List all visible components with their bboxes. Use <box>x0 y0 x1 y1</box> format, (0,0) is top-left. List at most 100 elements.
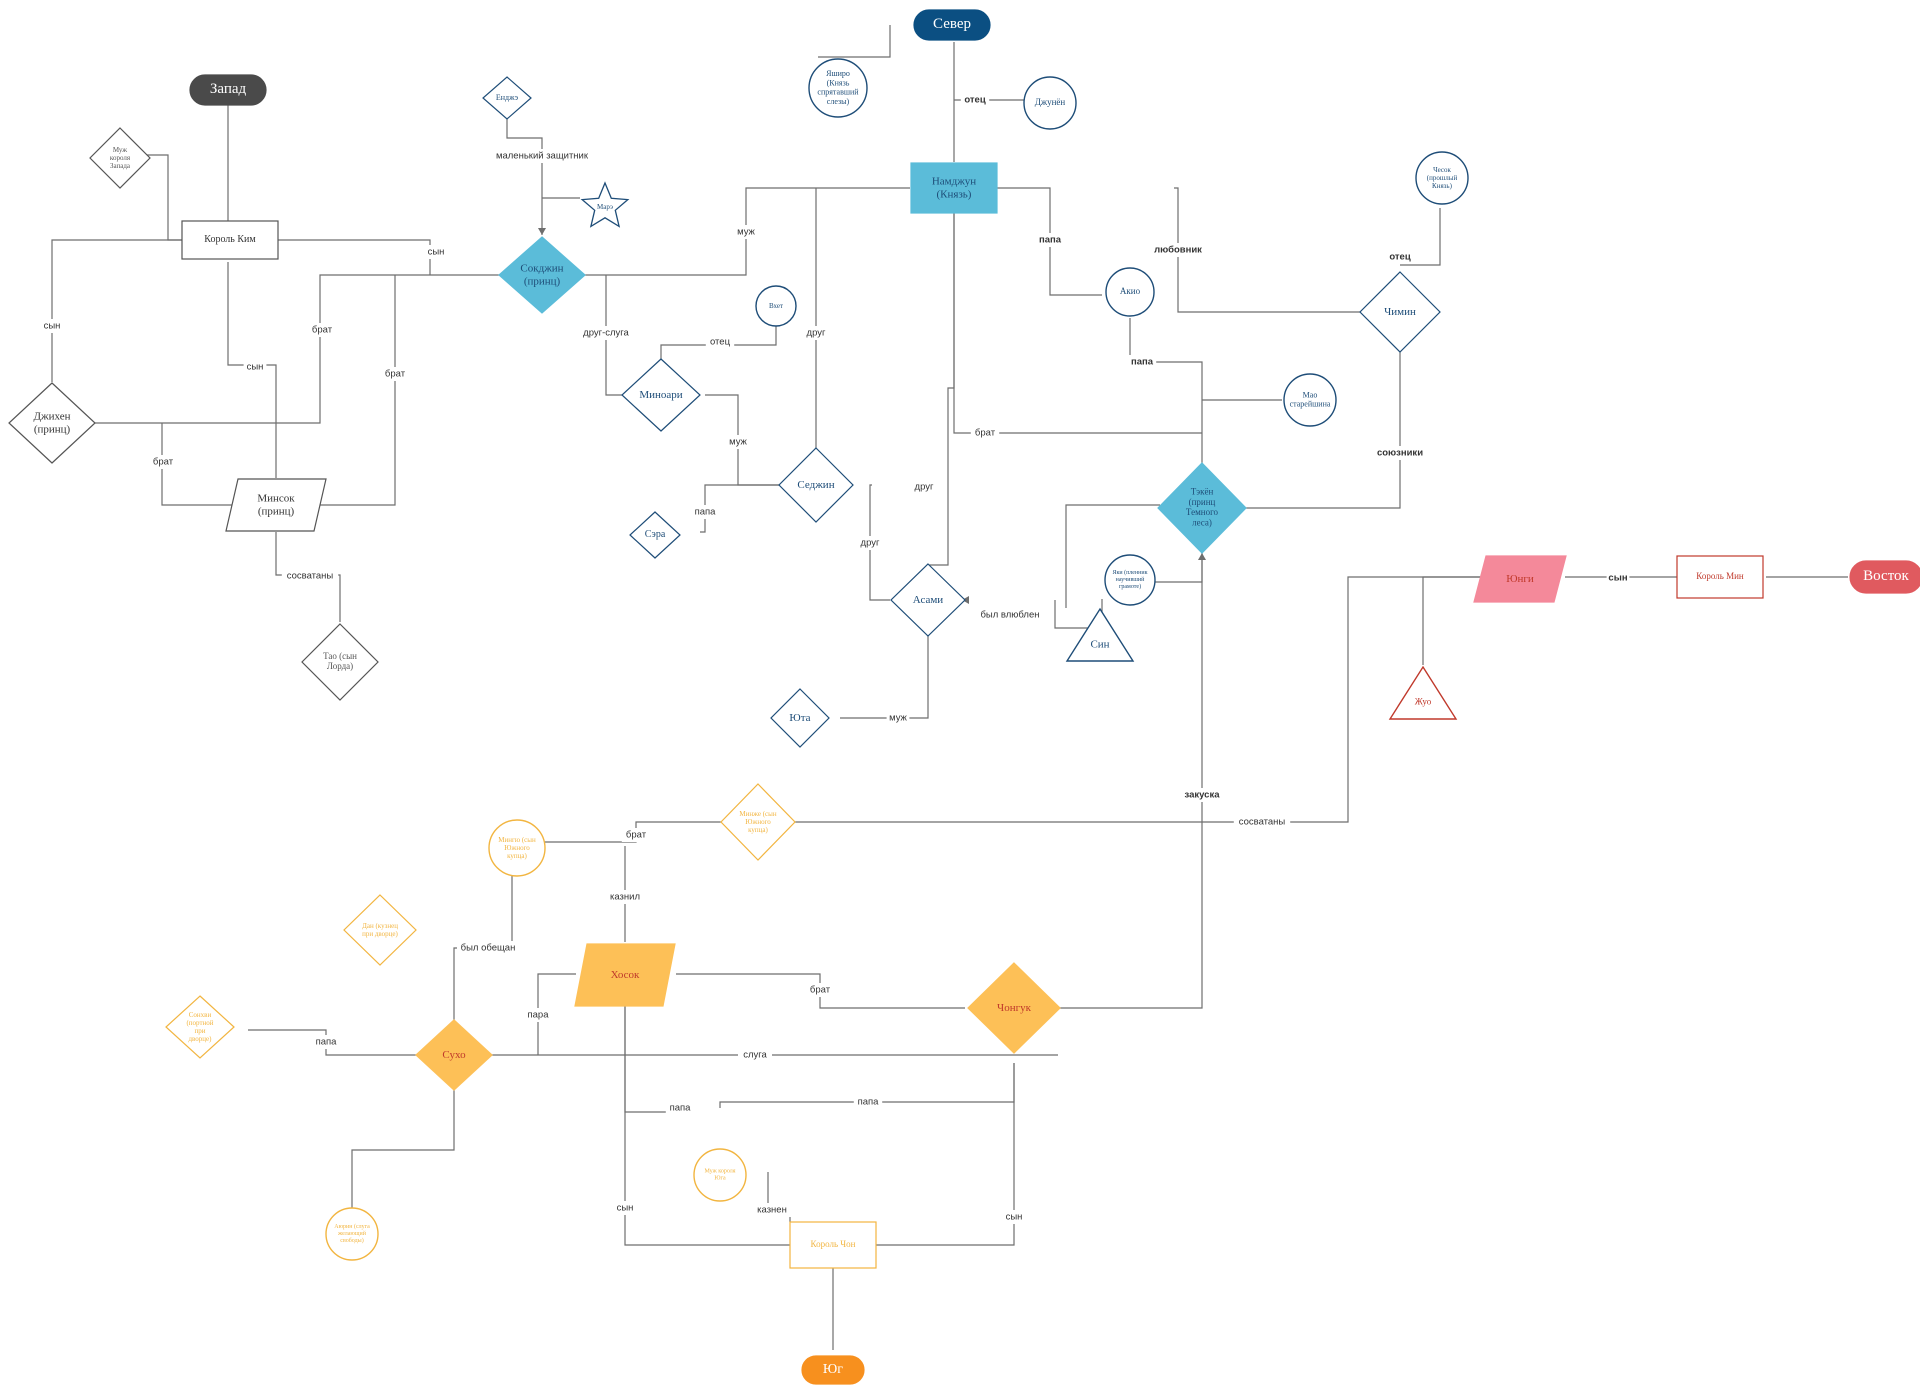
node-dzhunyon[interactable]: Джунён <box>1023 76 1077 130</box>
edge-label-bg-son2 <box>40 319 64 333</box>
node-korol-kim[interactable]: Король Ким <box>181 220 279 260</box>
node-namdzhun[interactable]: Намджун(Князь) <box>910 162 998 214</box>
node-shape <box>343 894 417 966</box>
node-vkhet[interactable]: Вхет <box>755 285 797 327</box>
edge-line-48 <box>624 1005 790 1246</box>
node-shape <box>910 162 998 214</box>
node-label: Енджэ <box>496 93 519 102</box>
edge-line-28 <box>953 213 1202 434</box>
node-shape <box>1023 76 1077 130</box>
edge-label-snack: закуска <box>1184 790 1220 801</box>
node-chonguk[interactable]: Чонгук <box>967 962 1061 1054</box>
edge-label-bg-son3 <box>243 360 267 374</box>
node-label: Юта <box>789 712 810 724</box>
node-label: Восток <box>1863 568 1909 584</box>
node-shape <box>801 1355 865 1385</box>
node-label: Джунён <box>1035 97 1066 107</box>
edge-label-allies: союзники <box>1377 448 1423 459</box>
node-chimin[interactable]: Чимин <box>1359 271 1441 353</box>
node-shape <box>755 285 797 327</box>
node-korol-min[interactable]: Король Мин <box>1676 555 1764 599</box>
node-label: Асами <box>913 594 944 606</box>
node-yuta[interactable]: Юта <box>770 688 830 748</box>
node-label: Юг <box>823 1362 843 1377</box>
node-shape <box>1283 373 1337 427</box>
node-label: Сухо <box>442 1049 466 1061</box>
edge-label-bg-was_in_love <box>976 608 1044 622</box>
node-label: Король Ким <box>204 234 256 245</box>
node-minoari[interactable]: Миноари <box>621 358 701 432</box>
node-yug[interactable]: Юг <box>801 1355 865 1385</box>
edge-label-bg-snack <box>1179 788 1225 802</box>
node-shape <box>1359 271 1441 353</box>
node-suho[interactable]: Сухо <box>415 1019 493 1091</box>
edge-label-brother3: брат <box>153 457 174 468</box>
edge-label-bg-papa3 <box>1127 355 1157 369</box>
node-sokdzhin[interactable]: Сокджин(принц) <box>498 236 586 314</box>
node-shape <box>89 127 151 189</box>
node-label: Король Чон <box>811 1239 856 1249</box>
edge-label-pair: пара <box>528 1010 550 1021</box>
node-sin[interactable]: Син <box>1065 607 1135 662</box>
edge-label-father1: отец <box>710 337 731 348</box>
edge-label-bg-husband3 <box>886 711 910 725</box>
node-shape <box>1388 665 1458 720</box>
node-shape <box>1105 267 1155 317</box>
node-shape <box>1104 554 1156 606</box>
edge-line-6 <box>226 275 396 506</box>
node-label: Чимин <box>1384 306 1416 318</box>
edge-line-43 <box>624 1005 691 1113</box>
edge-label-bg-friend_servant <box>575 326 637 340</box>
node-minsok[interactable]: Минсок(принц) <box>225 478 327 532</box>
node-endzhe[interactable]: Енджэ <box>482 76 532 120</box>
edge-label-bg-pair <box>523 1008 553 1022</box>
node-korol-chon[interactable]: Король Чон <box>789 1221 877 1269</box>
edge-label-was_promised: был обещан <box>461 943 516 954</box>
node-shape <box>1065 607 1135 662</box>
node-shape <box>693 1148 747 1202</box>
node-akio[interactable]: Акио <box>1105 267 1155 317</box>
edge-label-lover: любовник <box>1154 245 1202 256</box>
edge-label-bg-servant <box>738 1048 772 1062</box>
edge-label-brother4: брат <box>975 428 996 439</box>
node-label: Север <box>933 16 971 32</box>
edge-line-21 <box>928 213 955 566</box>
node-mare[interactable]: Марэ <box>580 181 630 228</box>
node-zapad[interactable]: Запад <box>189 74 267 106</box>
node-dzhikhen[interactable]: Джихен(принц) <box>8 382 96 464</box>
node-vostok[interactable]: Восток <box>1849 560 1920 594</box>
node-sera[interactable]: Сэра <box>629 511 681 559</box>
edge-label-bg-son5 <box>1002 1210 1026 1224</box>
node-shape <box>770 688 830 748</box>
node-asami[interactable]: Асами <box>890 563 966 637</box>
node-sedzhin[interactable]: Седжин <box>778 447 854 523</box>
edge-label-bg-brother4 <box>970 426 1000 440</box>
node-label: Сокджин(принц) <box>520 262 563 287</box>
edge-label-father2: отец <box>964 95 986 106</box>
node-sever[interactable]: Север <box>913 9 991 41</box>
node-hosok[interactable]: Хосок <box>574 943 676 1007</box>
edge-line-27 <box>1400 208 1441 266</box>
edge-label-papa2: папа <box>1039 235 1062 246</box>
edge-label-son_east: сын <box>1608 573 1627 584</box>
node-yungi[interactable]: Юнги <box>1473 555 1567 603</box>
edge-line-30 <box>1245 352 1401 509</box>
node-zhuo[interactable]: Жуо <box>1388 665 1458 720</box>
